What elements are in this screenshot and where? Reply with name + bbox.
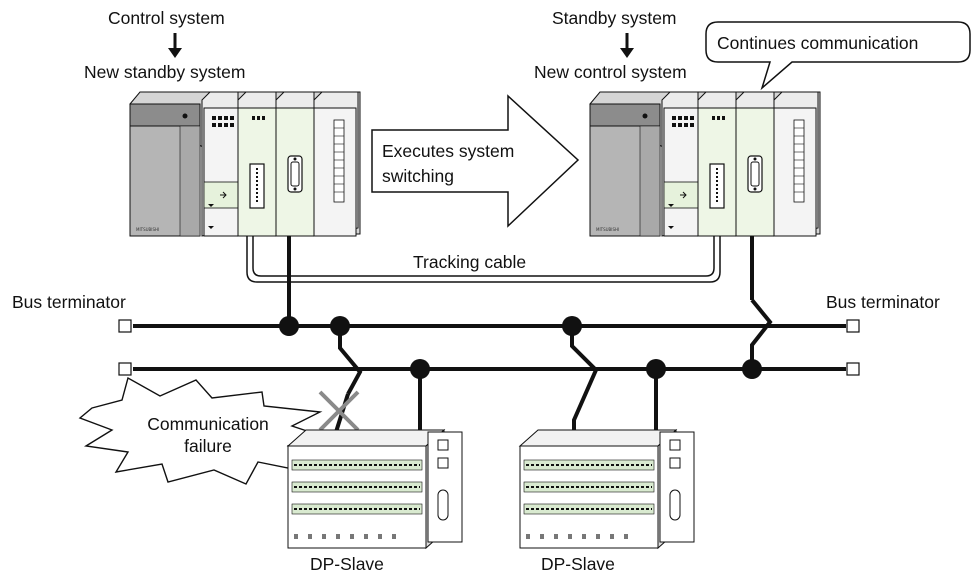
dp-slave-right-device [518,428,695,550]
tracking-cable-label: Tracking cable [413,252,527,272]
bus-terminators [118,319,860,376]
right-plc-rack: MITSUBISHI [589,91,821,237]
dp-slave-left-device [286,428,463,550]
failure-line2: failure [184,436,232,456]
callout-text: Continues communication [717,33,919,53]
dp-slave-left-label: DP-Slave [310,554,384,574]
bus-terminator-left-label: Bus terminator [12,292,126,312]
left-down-arrow [168,33,182,58]
left-plc-rack: MITSUBISHI [129,91,361,237]
dp-slave-right-label: DP-Slave [541,554,615,574]
switch-arrow-line2: switching [382,166,454,186]
bus-terminator-right-label: Bus terminator [826,292,940,312]
left-bottom-label: New standby system [84,62,246,82]
svg-text:MITSUBISHI: MITSUBISHI [136,227,159,232]
bus-junctions [279,316,762,379]
failure-cross-mark [318,390,360,432]
system-switching-arrow [371,94,580,228]
left-top-label: Control system [108,8,225,28]
svg-text:MITSUBISHI: MITSUBISHI [596,227,619,232]
failure-line1: Communication [147,414,269,434]
profibus-lines [133,236,846,436]
continues-communication-callout [705,21,971,91]
right-bottom-label: New control system [534,62,687,82]
right-down-arrow [620,33,634,58]
switch-arrow-line1: Executes system [382,141,515,161]
tracking-cable [246,236,721,283]
right-top-label: Standby system [552,8,677,28]
